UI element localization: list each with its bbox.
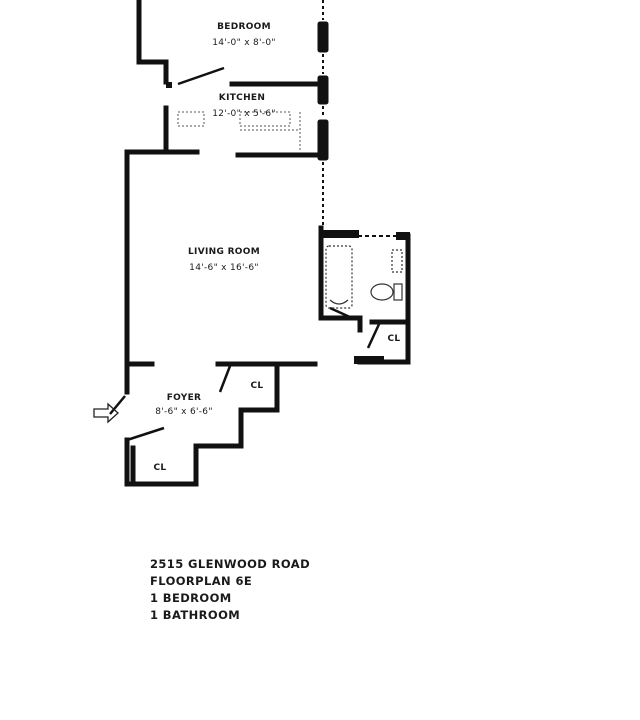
bedroom-count: 1 BEDROOM: [150, 591, 232, 605]
bathtub-icon: [325, 245, 353, 309]
closet-label: CL: [388, 334, 401, 344]
bath-bottom-block: [354, 356, 384, 364]
address-text: 2515 GLENWOOD ROAD: [150, 557, 311, 571]
kitchen-wall-block: [166, 82, 172, 88]
bathroom-right-wall: [357, 233, 411, 365]
door-swing-icon: [366, 321, 382, 349]
bathroom-fixtures: [325, 245, 403, 309]
bedroom-left-wall: [136, 0, 169, 85]
bedroom-label: BEDROOM: [217, 22, 271, 32]
window-icon: [317, 75, 329, 105]
bathroom-walls: [318, 225, 363, 333]
sink-icon: [391, 249, 403, 273]
kitchen-counter-icon: [177, 111, 301, 150]
door-swing-icon: [177, 66, 225, 86]
foyer-dimensions: 8'-6" x 6'-6": [155, 407, 213, 417]
doors: [109, 66, 382, 442]
living-room-dimensions: 14'-6" x 16'-6": [189, 263, 259, 273]
kitchen-dimensions: 12'-0" x 5'-6": [212, 109, 276, 119]
window-icon: [317, 119, 329, 161]
plan-caption: 2515 GLENWOOD ROAD FLOORPLAN 6E 1 BEDROO…: [150, 556, 310, 624]
floorplan-name: FLOORPLAN 6E: [150, 574, 253, 588]
bath-top-block-right: [396, 232, 410, 240]
closet-label: CL: [154, 463, 167, 473]
bath-top-block-left: [319, 230, 359, 238]
door-swing-icon: [126, 426, 165, 442]
door-swing-icon: [109, 395, 126, 415]
toilet-icon: [370, 283, 403, 301]
closet-label: CL: [251, 381, 264, 391]
door-swing-icon: [329, 306, 353, 320]
door-swing-icon: [218, 365, 232, 393]
window-icon: [317, 21, 329, 53]
foyer-stepped-wall: [124, 361, 280, 487]
entry-arrow-icon: [93, 402, 119, 424]
foyer-label: FOYER: [167, 393, 202, 403]
wall-blocks: [166, 82, 410, 364]
exterior-windows: [317, 0, 396, 237]
living-room-label: LIVING ROOM: [188, 247, 260, 257]
bathroom-count: 1 BATHROOM: [150, 608, 241, 622]
bedroom-dimensions: 14'-0" x 8'-0": [212, 38, 276, 48]
kitchen-label: KITCHEN: [219, 93, 265, 103]
